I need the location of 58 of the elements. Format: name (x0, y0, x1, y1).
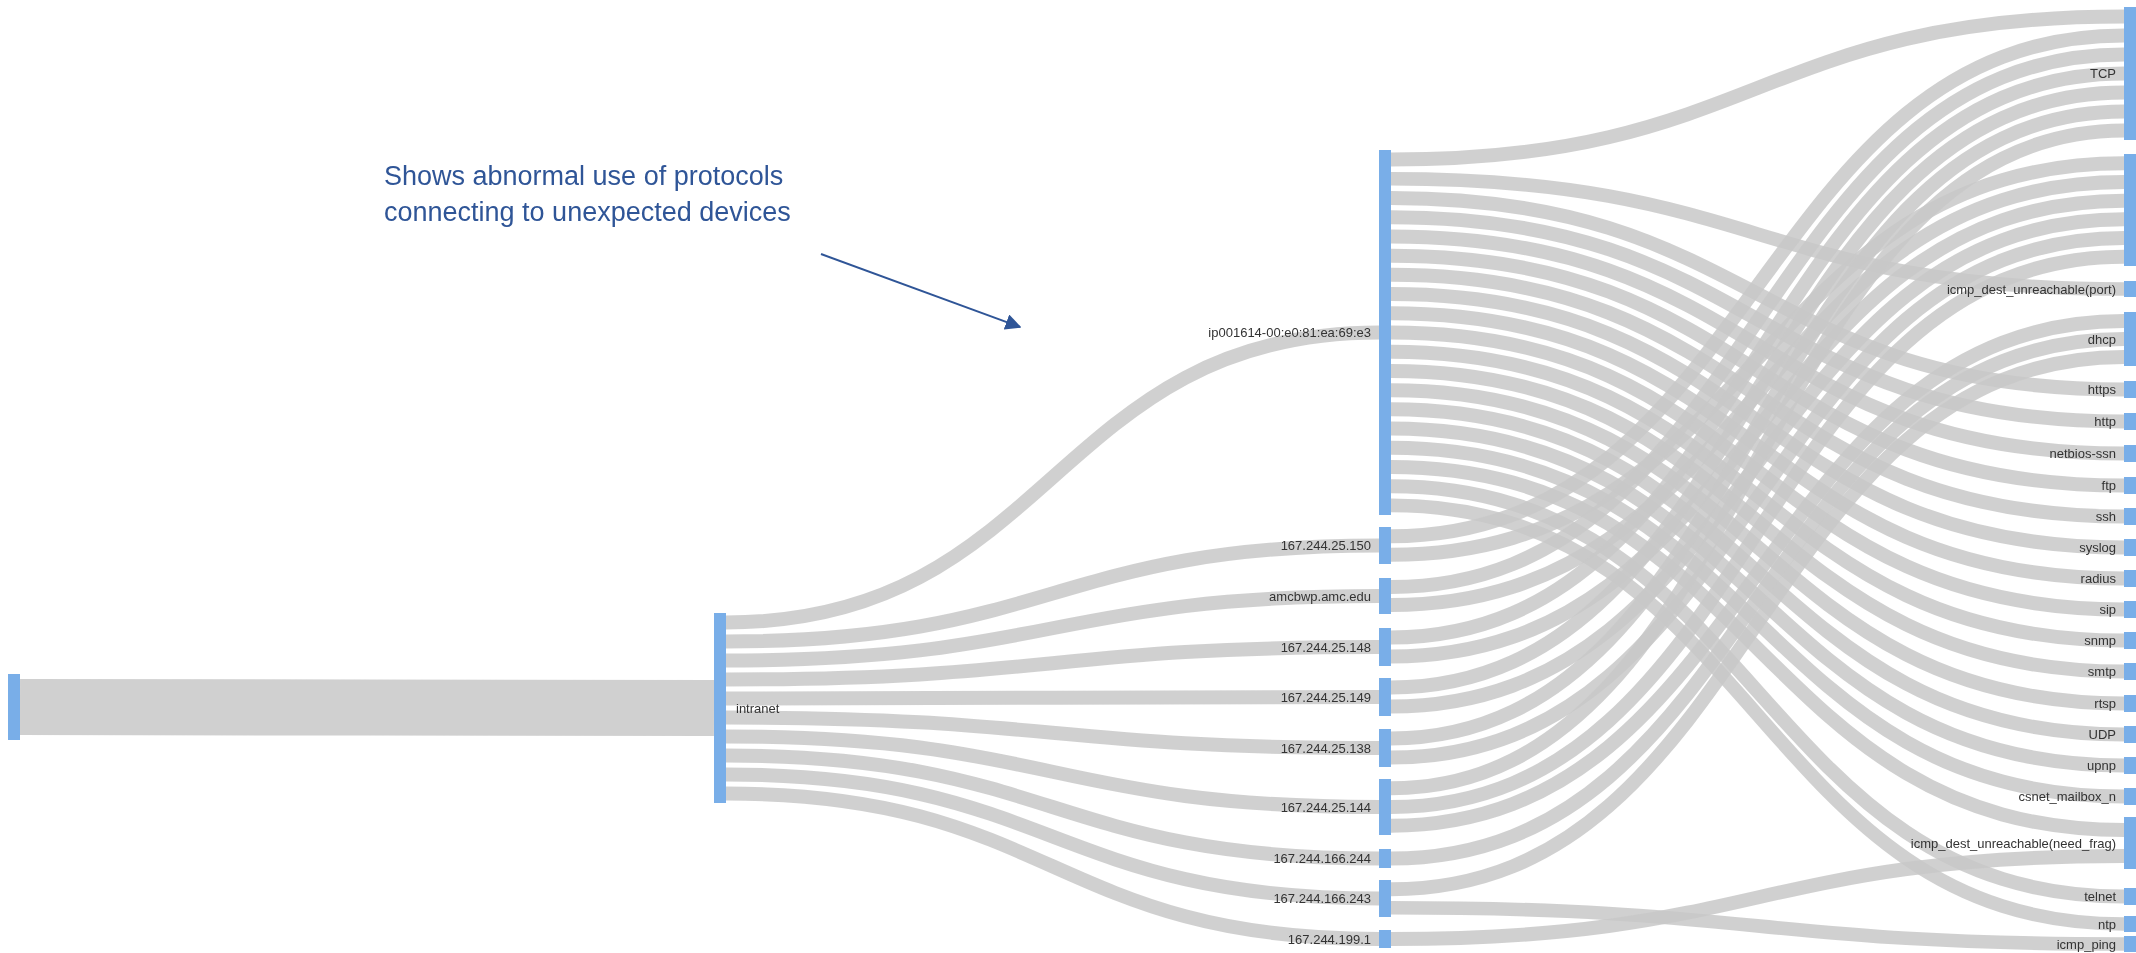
node-label: netbios-ssn (2049, 446, 2116, 461)
flow-band (1390, 210, 2125, 429)
flow-band (725, 640, 1380, 687)
flow-band (1390, 306, 2125, 586)
node-label: 167.244.25.148 (1280, 639, 1371, 655)
flow-band (20, 678, 714, 737)
node-label: UDP (2088, 727, 2116, 742)
node-label: telnet (2084, 889, 2116, 904)
node-label: dhcp (2087, 331, 2116, 347)
node-label: upnp (2087, 758, 2116, 773)
node-label: icmp_dest_unreachable(port) (1946, 281, 2116, 297)
flow-band (1390, 849, 2125, 946)
node-label: smtp (2087, 664, 2116, 679)
flow-band (1390, 248, 2125, 493)
flow-band (1390, 325, 2125, 617)
flow-band (725, 538, 1380, 649)
node-label: rtsp (2094, 696, 2116, 711)
node-label: ip001614-00:e0:81:ea:69:e3 (1208, 325, 1371, 340)
flow-band (1390, 172, 2125, 296)
flow-band (725, 748, 1380, 866)
flow-band (725, 710, 1380, 755)
flow-band (725, 325, 1380, 630)
node-label: csnet_mailbox_n (2018, 789, 2116, 804)
flow-band (725, 589, 1380, 668)
node-label: intranet (736, 700, 780, 716)
node-label: icmp_dest_unreachable(need_frag) (1910, 835, 2116, 851)
annotation-arrow (820, 253, 1022, 330)
flow-band (1390, 229, 2125, 461)
flow-band (1390, 287, 2125, 555)
flow-band (725, 767, 1380, 906)
flow-band (1390, 156, 2125, 562)
flow-band (1390, 9, 2125, 167)
node-label: syslog (2079, 540, 2116, 555)
node-label: 167.244.25.149 (1280, 689, 1371, 705)
node-label: 167.244.25.144 (1280, 799, 1371, 815)
node-label: https (2087, 382, 2116, 397)
flow-band (725, 729, 1380, 814)
node-label: ntp (2097, 916, 2116, 932)
flow-band (725, 786, 1380, 946)
node-label: sip (2099, 602, 2116, 617)
annotation-text: Shows abnormal use of protocols connecting to unexpected devices (384, 158, 844, 231)
node-label: 167.244.25.150 (1280, 538, 1371, 553)
node-label: http (2094, 414, 2116, 429)
node-label: radius (2080, 571, 2116, 586)
node-label: icmp_ping (2056, 936, 2116, 952)
node-label: ftp (2101, 478, 2116, 493)
node-label: ssh (2095, 509, 2116, 524)
flow-band (726, 690, 1379, 706)
flow-band (1390, 900, 2125, 951)
node-label: 167.244.166.244 (1273, 851, 1371, 866)
flow-band (1390, 191, 2125, 397)
flow-band (1390, 267, 2125, 524)
node-label: TCP (2090, 66, 2116, 81)
node-label: 167.244.199.1 (1287, 931, 1371, 947)
node-label: 167.244.166.243 (1273, 891, 1371, 906)
node-label: snmp (2084, 633, 2116, 648)
node-label: 167.244.25.138 (1280, 740, 1371, 756)
node-label: amcbwp.amc.edu (1269, 588, 1371, 604)
